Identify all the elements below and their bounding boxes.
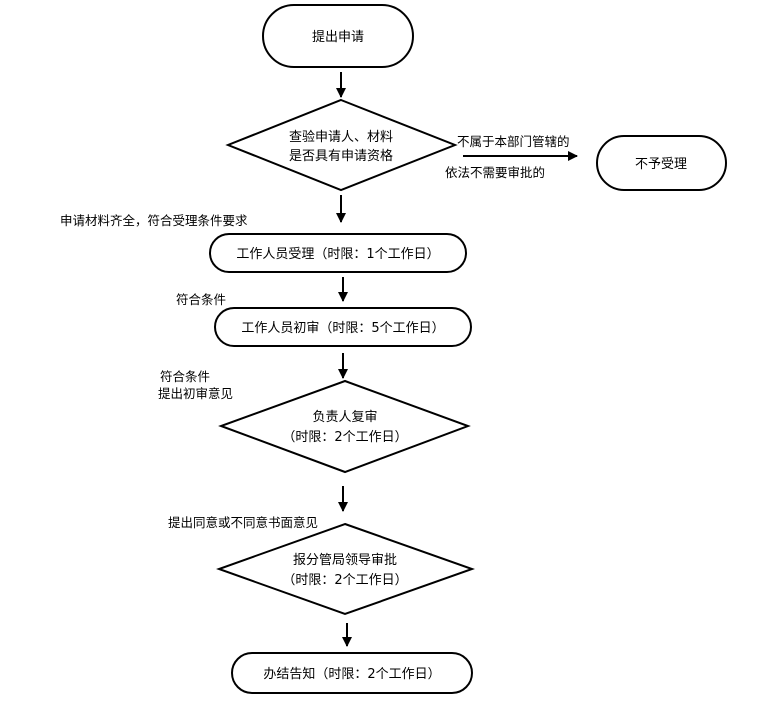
node-approve-label-line2: （时限：2个工作日） — [282, 573, 407, 588]
node-approve: 报分管局领导审批 （时限：2个工作日） — [216, 522, 475, 616]
node-check-label-line1: 查验申请人、材料 — [289, 129, 393, 145]
node-accept: 工作人员受理（时限：1个工作日） — [209, 233, 467, 273]
node-initial-review-label: 工作人员初审（时限：5个工作日） — [241, 321, 444, 336]
node-recheck-label-line1: 负责人复审 — [312, 410, 377, 425]
node-submit: 提出申请 — [262, 4, 414, 68]
decision-shape — [216, 522, 475, 616]
node-complete-label: 办结告知（时限：2个工作日） — [263, 666, 440, 682]
node-recheck: 负责人复审 （时限：2个工作日） — [218, 379, 471, 474]
node-accept-label: 工作人员受理（时限：1个工作日） — [236, 247, 439, 262]
edge-label-meets-line1: 符合条件 — [160, 369, 210, 384]
process-shape — [209, 233, 467, 273]
edge-label-agree-opinion: 提出同意或不同意书面意见 — [168, 515, 318, 530]
terminator-shape — [596, 135, 727, 191]
edge-label-not-dept-line2: 依法不需要审批的 — [445, 165, 545, 180]
decision-shape — [225, 98, 458, 192]
decision-shape — [218, 379, 471, 474]
edge-label-not-dept-line1: 不属于本部门管辖的 — [457, 134, 570, 149]
process-shape — [214, 307, 472, 347]
node-recheck-label-line2: （时限：2个工作日） — [282, 430, 407, 445]
node-complete: 办结告知（时限：2个工作日） — [231, 652, 473, 694]
terminator-shape — [231, 652, 473, 694]
edge-label-materials-complete: 申请材料齐全，符合受理条件要求 — [60, 213, 248, 228]
edge-label-meets-conditions: 符合条件 — [176, 292, 226, 307]
node-reject-label: 不予受理 — [635, 157, 687, 172]
node-submit-label: 提出申请 — [312, 29, 364, 45]
node-check-eligibility: 查验申请人、材料 是否具有申请资格 — [225, 98, 458, 192]
node-initial-review: 工作人员初审（时限：5个工作日） — [214, 307, 472, 347]
node-reject: 不予受理 — [596, 135, 727, 191]
edge-label-meets-line2: 提出初审意见 — [158, 386, 233, 401]
node-approve-label-line1: 报分管局领导审批 — [293, 553, 397, 568]
node-check-label-line2: 是否具有申请资格 — [289, 148, 393, 164]
terminator-shape — [262, 4, 414, 68]
